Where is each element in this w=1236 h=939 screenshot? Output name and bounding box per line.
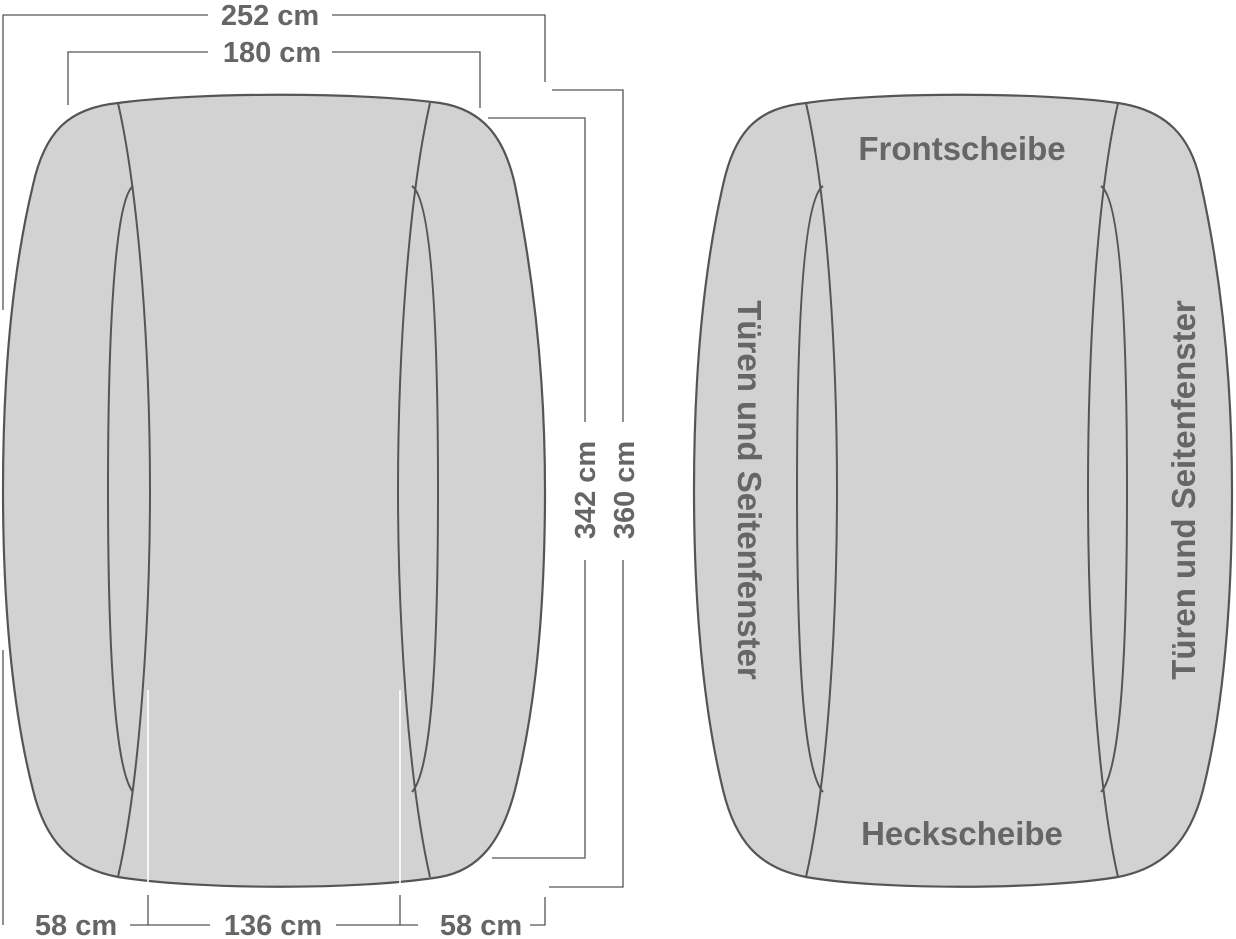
cover-outline-left <box>1 93 547 888</box>
label-center: 136 cm <box>224 910 322 939</box>
label-side-left: 58 cm <box>35 910 117 939</box>
dimension-line-inner-width <box>67 51 208 105</box>
side-window-right-2 <box>1100 185 1129 793</box>
label-total-length: 360 cm <box>609 441 641 539</box>
zone-right-side: Türen und Seitenfenster <box>1165 300 1202 680</box>
dimension-line-inner-length-bottom <box>492 560 586 859</box>
cover-outline-right <box>692 93 1234 888</box>
label-total-width: 252 cm <box>221 0 319 32</box>
zone-left-side: Türen und Seitenfenster <box>731 300 768 680</box>
dimension-line-bottom-end <box>530 897 546 926</box>
dimension-line-inner-length <box>488 117 586 422</box>
zone-front: Frontscheibe <box>858 130 1065 167</box>
seam-left-2 <box>805 102 839 878</box>
dimension-line-total-length <box>552 89 624 422</box>
label-inner-width: 180 cm <box>223 37 321 69</box>
seam-right-2 <box>1086 102 1119 878</box>
dimension-line-inner-width-right <box>332 51 481 108</box>
label-inner-length: 342 cm <box>570 441 602 539</box>
dimension-line-total-length-bottom <box>549 560 624 888</box>
side-window-right <box>411 185 440 793</box>
zone-rear: Heckscheibe <box>861 815 1063 852</box>
dimension-line-bottom-left <box>130 895 149 926</box>
side-window-left-2 <box>795 185 824 793</box>
dimension-line-total-width <box>2 14 208 310</box>
seam-left <box>117 102 152 878</box>
seam-right <box>396 102 431 878</box>
side-window-left <box>106 185 134 793</box>
dimension-line-bottom-right <box>399 895 418 926</box>
dimension-line-total-width-right <box>332 14 546 82</box>
dimensioned-cover: 252 cm 180 cm 342 cm 360 cm 58 cm 136 cm… <box>1 0 641 939</box>
zoned-cover: Frontscheibe Heckscheibe Türen und Seite… <box>692 93 1234 888</box>
label-side-right: 58 cm <box>440 910 522 939</box>
